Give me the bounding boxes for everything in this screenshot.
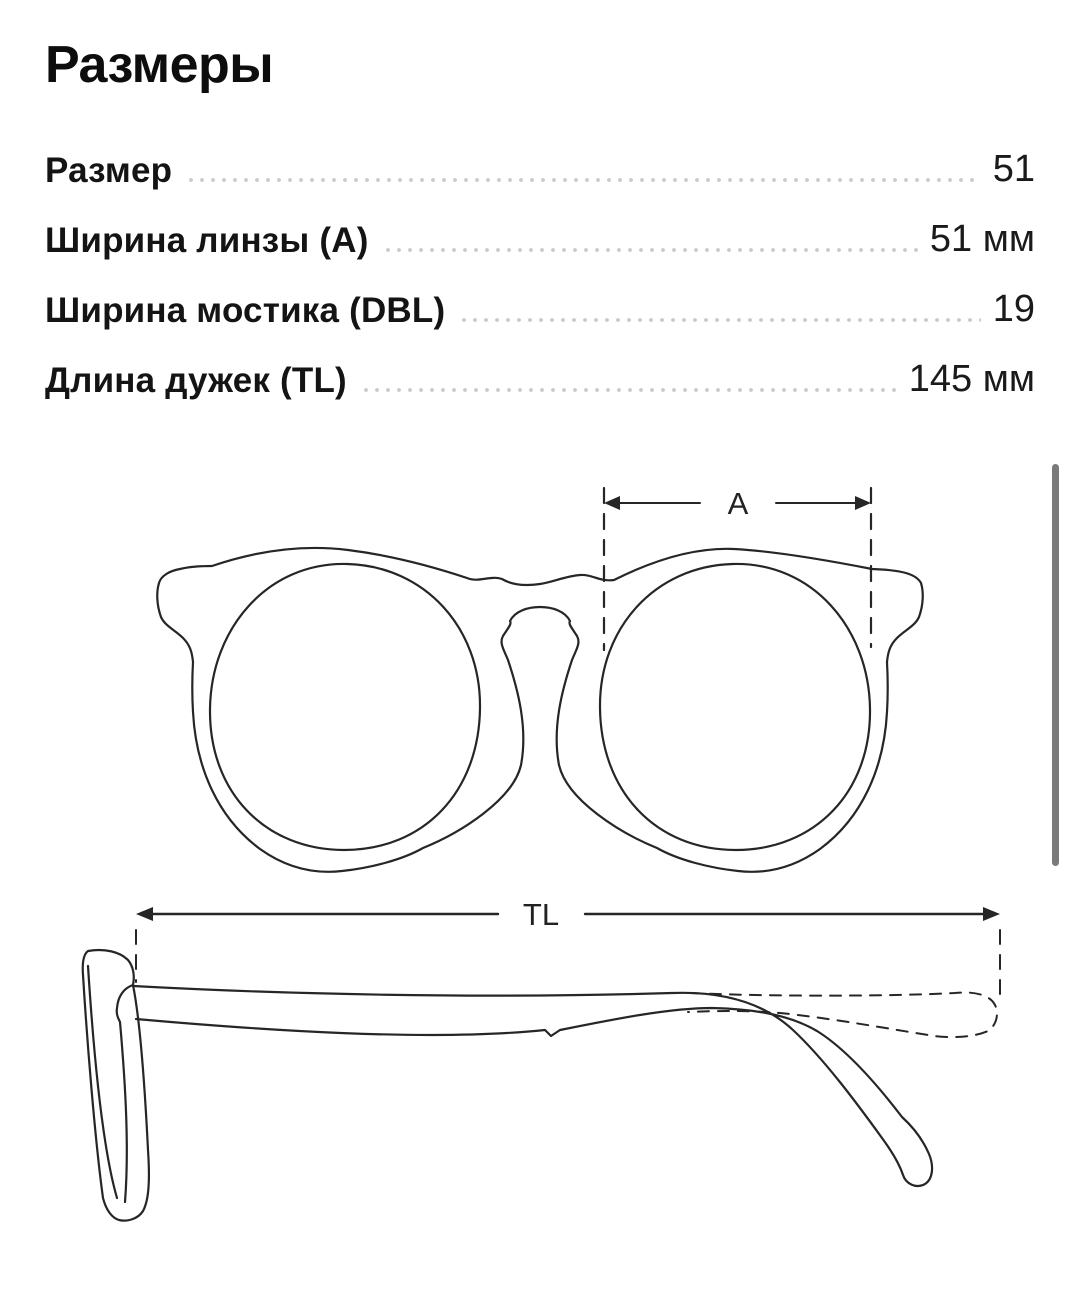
spec-value: 145 мм: [908, 358, 1035, 401]
dimension-tl-arrowhead-right: [983, 907, 1000, 921]
glasses-dimensions-diagram: A TL: [81, 486, 1001, 1222]
front-view-diagram: A: [156, 486, 924, 873]
spec-label: Ширина мостика (DBL): [45, 290, 446, 330]
spec-row-lens-width: Ширина линзы (A) 51 мм: [45, 190, 1035, 260]
dotted-leader: [384, 247, 918, 253]
frame-front-hinge-line: [115, 983, 135, 1204]
dimension-tl-arrowhead-left: [136, 907, 153, 921]
dotted-leader: [188, 177, 981, 183]
spec-value: 19: [992, 288, 1035, 331]
spec-value: 51: [992, 148, 1035, 191]
spec-row-size: Размер 51: [45, 120, 1035, 190]
temple-arm-outline: [131, 984, 934, 1188]
scrollbar-thumb[interactable]: [1052, 464, 1059, 866]
right-lens-outline: [598, 562, 872, 852]
dimension-a-arrowhead-left: [604, 496, 620, 510]
dimension-a-arrowhead-right: [855, 496, 871, 510]
side-view-diagram: TL: [81, 897, 1001, 1222]
spec-label: Размер: [45, 150, 173, 190]
spec-value: 51 мм: [929, 218, 1035, 261]
spec-row-bridge-width: Ширина мостика (DBL) 19: [45, 260, 1035, 330]
spec-list: Размер 51 Ширина линзы (A) 51 мм Ширина …: [45, 120, 1035, 400]
dotted-leader: [362, 387, 897, 393]
dimension-tl-label: TL: [523, 897, 559, 932]
dotted-leader: [461, 317, 981, 323]
frame-front-profile: [81, 948, 151, 1222]
frame-front-bevel-line: [86, 964, 119, 1200]
spec-row-temple-length: Длина дужек (TL) 145 мм: [45, 330, 1035, 400]
left-lens-outline: [208, 562, 482, 852]
dimension-a-label: A: [728, 486, 749, 521]
spec-label: Длина дужек (TL): [45, 360, 347, 400]
spec-label: Ширина линзы (A): [45, 220, 369, 260]
dimension-a: A: [602, 486, 873, 652]
sizes-section: Размеры Размер 51 Ширина линзы (A) 51 мм…: [0, 34, 1080, 400]
frame-front-outline: [81, 948, 151, 1222]
glasses-front-outline: [156, 546, 924, 873]
temple-arm-unfolded-dashed: [687, 991, 998, 1039]
dimension-tl: TL: [135, 897, 1001, 1000]
page-title: Размеры: [45, 36, 274, 94]
